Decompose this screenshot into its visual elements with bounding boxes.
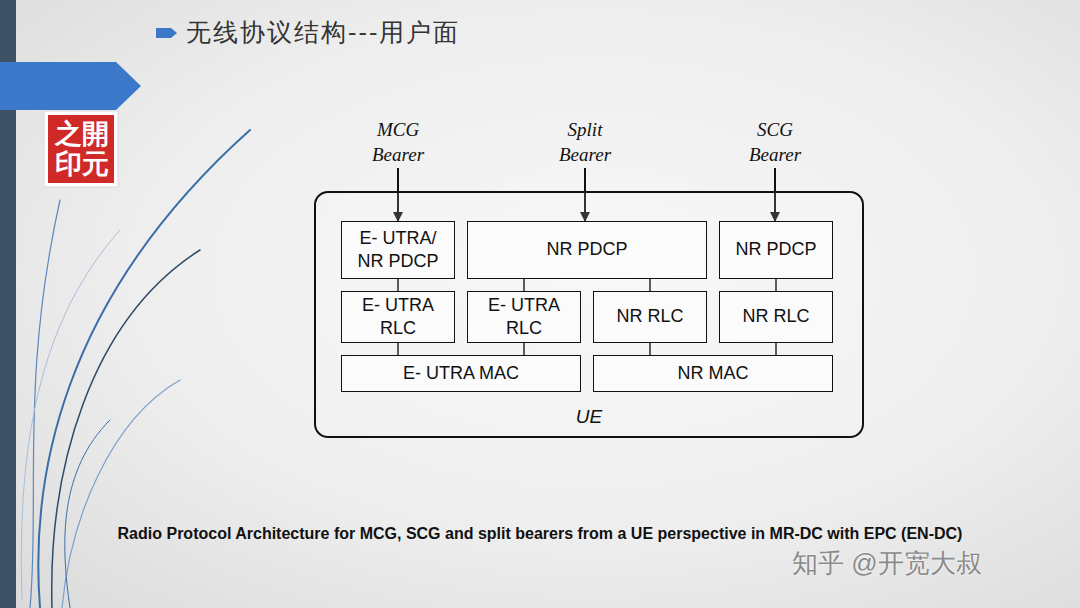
node-text: E- UTRA RLC: [346, 294, 450, 341]
node-text: Split Bearer: [540, 118, 630, 167]
logo-seal: [48, 115, 114, 183]
protocol-layer-box: NR PDCP: [467, 221, 707, 279]
ue-container: UE E- UTRA/ NR PDCP NR PDCP NR PDCP E- UTRA …: [314, 191, 864, 438]
protocol-layer-box: NR PDCP: [719, 221, 833, 279]
blue-tab: [0, 62, 141, 110]
bearer-label: SCG Bearer: [730, 118, 820, 168]
watermark: 知乎 @开宽大叔: [792, 546, 982, 581]
node-text: NR RLC: [742, 305, 809, 328]
protocol-layer-box: E- UTRA MAC: [341, 355, 581, 392]
protocol-layer-box: E- UTRA RLC: [341, 291, 455, 343]
node-text: E- UTRA RLC: [472, 294, 576, 341]
protocol-layer-box: E- UTRA/ NR PDCP: [341, 221, 455, 279]
protocol-layer-box: NR RLC: [719, 291, 833, 343]
figure-caption: Radio Protocol Architecture for MCG, SCG…: [0, 525, 1080, 543]
node-text: NR RLC: [616, 305, 683, 328]
protocol-layer-box: NR RLC: [593, 291, 707, 343]
slide-title: 无线协议结构---用户面: [186, 16, 460, 49]
node-text: NR PDCP: [546, 238, 627, 261]
node-text: NR PDCP: [735, 238, 816, 261]
node-text: SCG Bearer: [730, 118, 820, 167]
protocol-layer-box: E- UTRA RLC: [467, 291, 581, 343]
node-text: MCG Bearer: [355, 118, 441, 167]
logo-frame: [44, 111, 118, 187]
logo-text: 之開印元: [55, 119, 109, 178]
container-label: UE: [316, 406, 862, 428]
bearer-label: MCG Bearer: [355, 118, 441, 168]
bearer-label: Split Bearer: [540, 118, 630, 168]
node-text: NR MAC: [678, 362, 749, 385]
title-bullet: [156, 28, 177, 38]
protocol-layer-box: NR MAC: [593, 355, 833, 392]
node-text: E- UTRA/ NR PDCP: [346, 227, 450, 274]
node-text: E- UTRA MAC: [403, 362, 519, 385]
